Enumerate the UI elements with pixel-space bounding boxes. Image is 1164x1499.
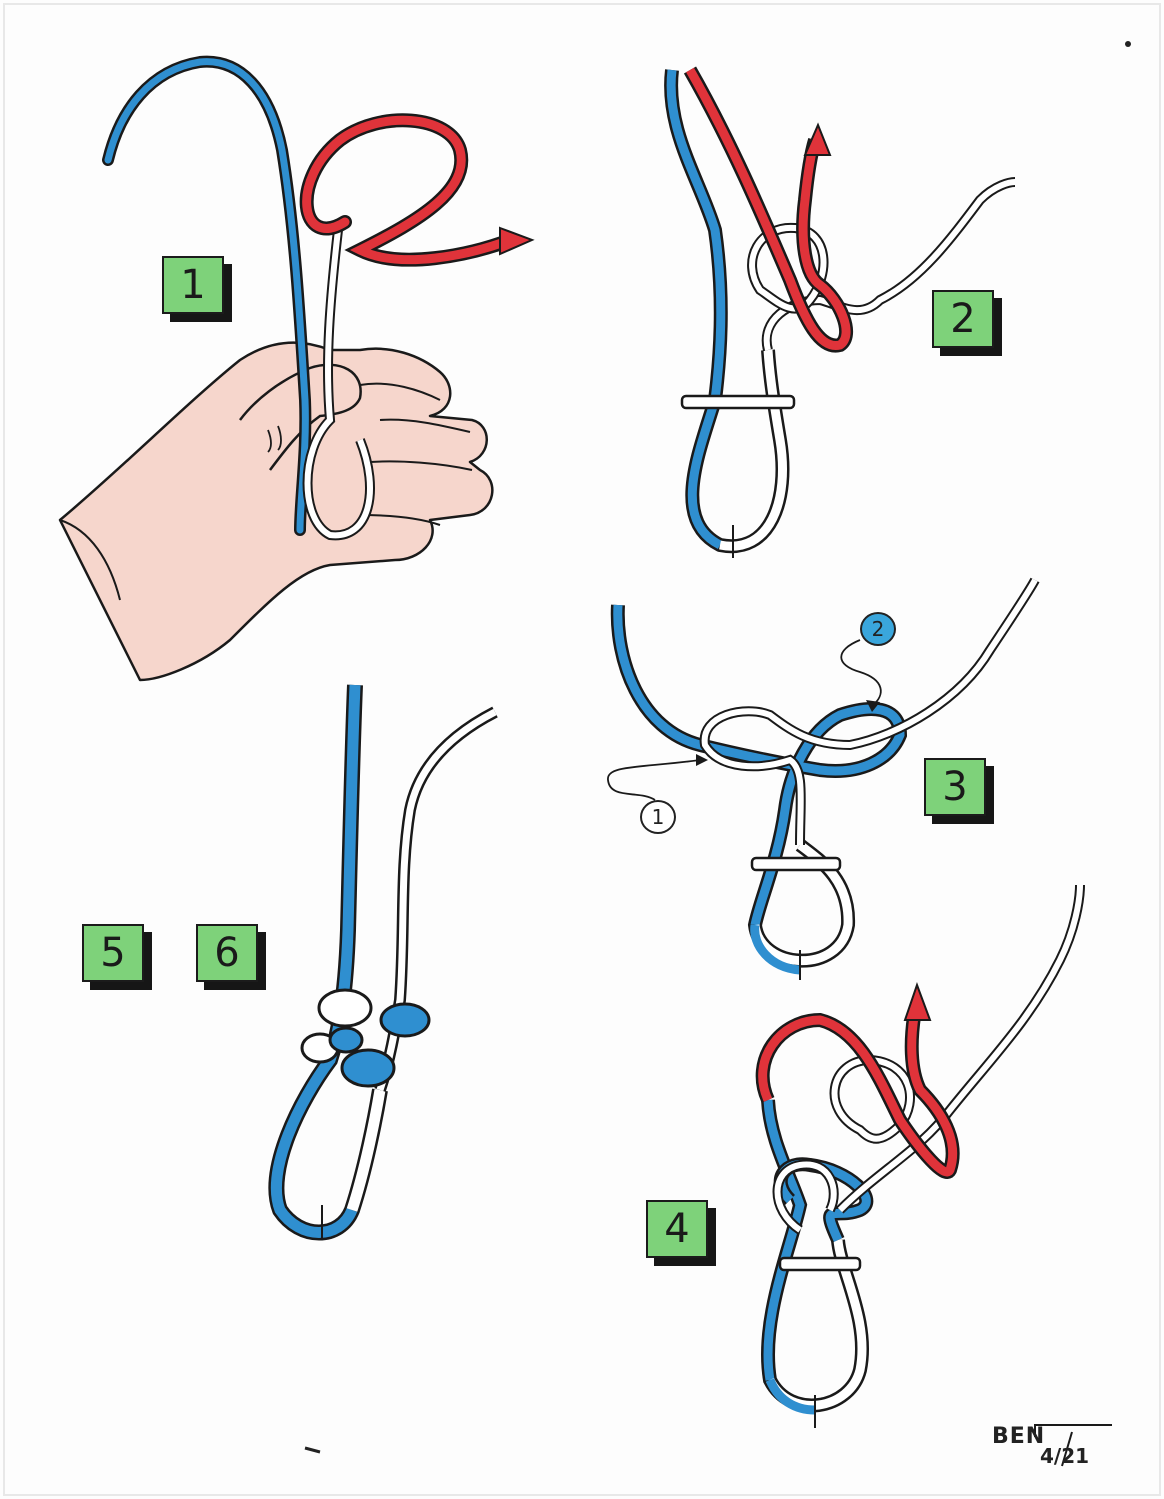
marker-1: 1	[640, 800, 676, 834]
signature-date: 4/21	[1040, 1444, 1089, 1468]
step-6-badge: 6	[196, 924, 258, 982]
step-3-badge: 3	[924, 758, 986, 816]
signature-name: BEN	[992, 1424, 1045, 1449]
step-1-badge: 1	[162, 256, 224, 314]
marker-2: 2	[860, 612, 896, 646]
step-4-badge: 4	[646, 1200, 708, 1258]
step-2-badge: 2	[932, 290, 994, 348]
step-5-badge: 5	[82, 924, 144, 982]
